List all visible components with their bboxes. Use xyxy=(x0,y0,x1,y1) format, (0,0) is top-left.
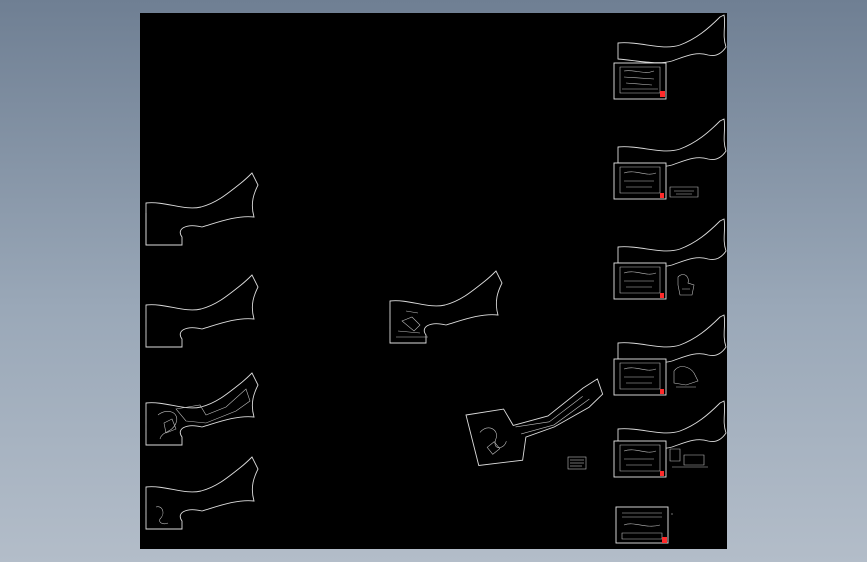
cad-drawing-canvas[interactable] xyxy=(140,13,727,549)
right-sheet-5[interactable] xyxy=(613,440,708,478)
right-outline-2[interactable] xyxy=(617,118,727,168)
center-outline-with-detail[interactable] xyxy=(389,270,503,344)
right-section-sheet[interactable] xyxy=(615,506,673,544)
left-outline-4[interactable] xyxy=(145,456,259,530)
left-outline-2[interactable] xyxy=(145,274,259,348)
center-rotated-plan[interactable] xyxy=(464,378,612,469)
left-outline-3[interactable] xyxy=(145,372,259,446)
right-sheet-1[interactable] xyxy=(613,62,667,100)
cad-model-space-viewport[interactable] xyxy=(140,13,727,549)
center-small-block[interactable] xyxy=(567,456,587,470)
right-sheet-2[interactable] xyxy=(613,162,699,200)
right-sheet-3[interactable] xyxy=(613,262,695,300)
right-sheet-4[interactable] xyxy=(613,358,699,396)
left-outline-1[interactable] xyxy=(145,172,259,246)
right-outline-3[interactable] xyxy=(617,218,727,268)
right-outline-1[interactable] xyxy=(617,14,727,64)
right-outline-4[interactable] xyxy=(617,314,727,364)
